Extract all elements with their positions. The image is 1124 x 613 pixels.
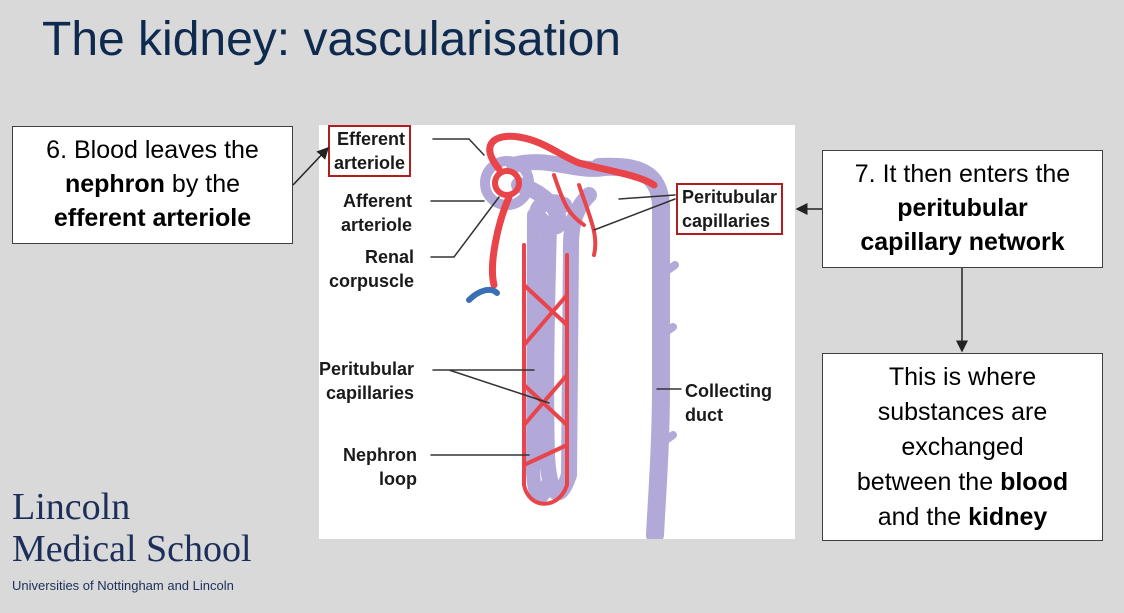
label-line: loop [379,469,417,489]
nephron-term: nephron [64,170,165,198]
callout-text: and the [877,503,969,531]
label-line: Afferent [343,191,413,211]
label-line: arteriole [334,153,406,173]
nephron-diagram: Efferent arteriole Afferent arteriole Re… [319,125,795,539]
callout-line: substances are [877,398,1048,426]
peritubular-term: peritubular [897,194,1028,222]
callout-line: peritubular [823,191,1102,225]
efferent-arteriole-term: efferent arteriole [53,204,252,232]
label-line: duct [685,405,723,425]
logo-tagline: Universities of Nottingham and Lincoln [12,578,234,593]
afferent-arteriole-vessel [488,193,513,289]
label-line: capillaries [325,383,415,403]
callout-text: by the [164,170,241,198]
peritubular-capillaries-label-top: Peritubular capillaries [676,183,784,235]
renal-vein [466,286,500,303]
efferent-arteriole-callout: 6. Blood leaves the nephron by the effer… [12,126,293,244]
efferent-arteriole-vessel [486,132,658,189]
leader-line [432,369,550,404]
callout-line: exchanged [901,433,1024,461]
leader-line [430,196,500,258]
callout-line: between the blood [823,465,1102,500]
callout-text: between the [856,468,1001,496]
label-line: arteriole [341,215,413,235]
nephron-illustration [430,132,682,539]
kidney-term: kidney [968,503,1048,531]
lincoln-medical-school-logo: Lincoln Medical School Universities of N… [12,486,252,593]
leader-line [432,138,485,156]
blood-term: blood [1000,468,1069,496]
label-line: capillaries [682,211,771,231]
nephron-loop-label: Nephron loop [343,443,417,491]
callout-line: This is where [888,363,1037,391]
label-line: corpuscle [329,271,415,291]
capillary-network-term: capillary network [860,228,1065,256]
leader-line [593,194,676,231]
label-line: Efferent [337,129,406,149]
callout-line: capillary network [823,225,1102,259]
exchange-callout: This is where substances are exchanged b… [822,353,1103,541]
afferent-arteriole-label: Afferent arteriole [341,189,412,237]
callout-line: and the kidney [823,500,1102,535]
callout-line: 6. Blood leaves the [46,136,259,164]
callout-line: efferent arteriole [13,201,292,235]
peritubular-capillaries [522,173,598,506]
efferent-arteriole-label: Efferent arteriole [328,125,412,177]
logo-line: Lincoln [12,486,131,528]
collecting-duct-label: Collecting duct [685,379,772,427]
collecting-duct [590,157,670,539]
peritubular-callout: 7. It then enters the peritubular capill… [822,150,1103,268]
peritubular-capillaries-label-mid: Peritubular capillaries [319,357,414,405]
label-line: Nephron [343,445,417,465]
logo-line: Medical School [12,528,252,570]
label-line: Peritubular [682,187,778,207]
renal-corpuscle-label: Renal corpuscle [329,245,414,293]
label-line: Collecting [685,381,773,401]
callout-line: 7. It then enters the [854,160,1071,188]
label-line: Renal [365,247,415,267]
callout-line: nephron by the [13,167,292,201]
slide-title: The kidney: vascularisation [42,13,621,66]
label-line: Peritubular [319,359,415,379]
